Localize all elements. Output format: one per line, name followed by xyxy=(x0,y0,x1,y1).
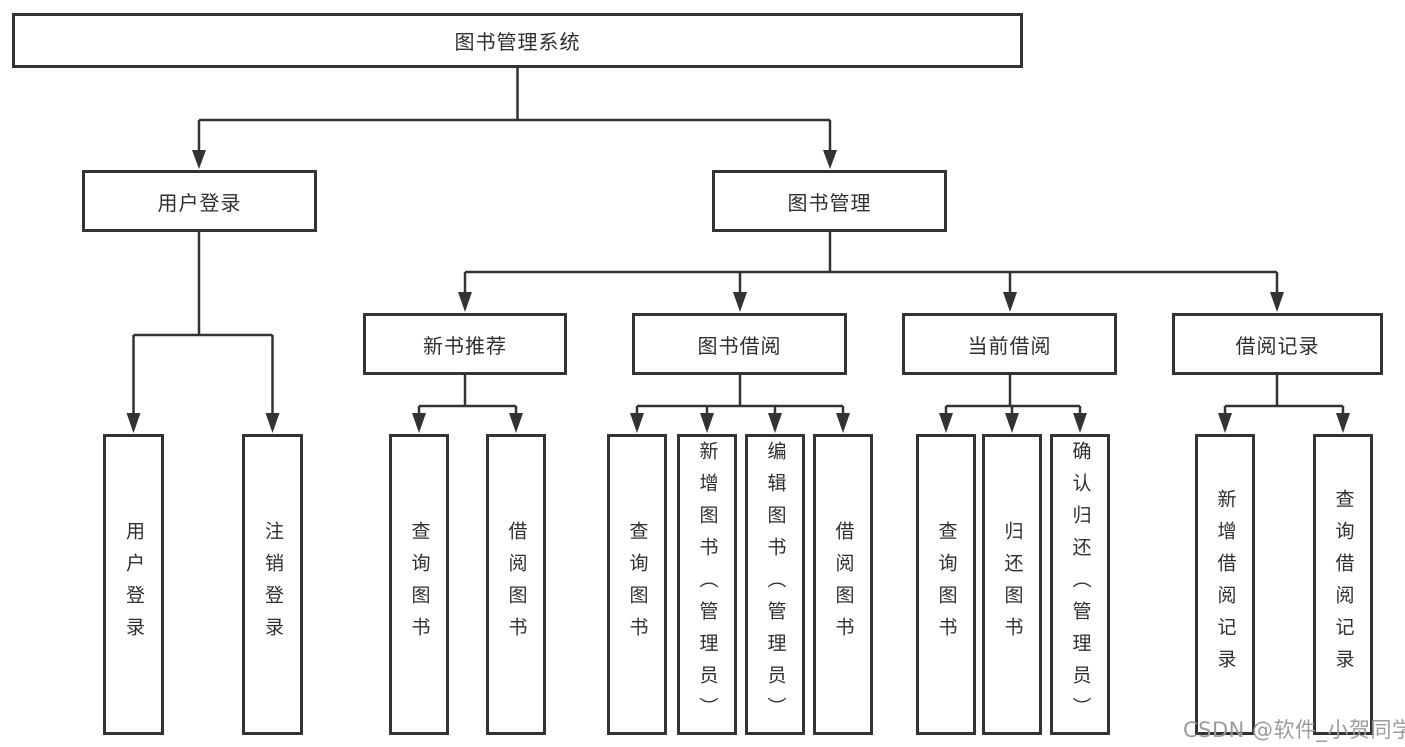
connector-current-borrow-children xyxy=(944,375,1082,415)
node-label: 用户登录 xyxy=(157,190,242,215)
node-label: 查询图书 xyxy=(408,520,431,649)
node-label: 新增图书（管理员） xyxy=(696,440,719,729)
arrowhead-current-borrow-leaf-3 xyxy=(1073,413,1087,433)
arrowhead-borrow-records-leaf-1 xyxy=(1218,413,1232,433)
node-label: 查询图书 xyxy=(626,520,649,649)
arrowhead-current-borrow-leaf-1 xyxy=(939,413,953,433)
leaf-query-books: 查询图书 xyxy=(916,434,976,735)
connector-borrow-records-children xyxy=(1223,375,1345,415)
node-label: 归还图书 xyxy=(1001,520,1024,649)
arrowhead-current-borrow xyxy=(1003,292,1017,312)
leaf-query-books: 查询图书 xyxy=(607,434,667,735)
arrowhead-user-login-leaf-1 xyxy=(126,413,141,433)
arrowhead-borrow-records-leaf-2 xyxy=(1336,413,1350,433)
node-label: 查询借阅记录 xyxy=(1332,488,1355,681)
leaf-query-borrow-record: 查询借阅记录 xyxy=(1313,434,1373,735)
arrowhead-user-login xyxy=(192,150,206,169)
connector-book-borrow-children xyxy=(635,375,845,415)
connector-book-management-children xyxy=(463,230,1279,294)
node-current-borrow: 当前借阅 xyxy=(902,313,1117,375)
arrowhead-book-borrow-leaf-2 xyxy=(700,413,714,433)
arrowhead-new-books-leaf-1 xyxy=(412,413,426,433)
leaf-borrow-books: 借阅图书 xyxy=(813,434,873,735)
arrowhead-borrow-records xyxy=(1270,292,1284,312)
node-label: 确认归还（管理员） xyxy=(1069,440,1092,729)
node-book-management: 图书管理 xyxy=(712,170,947,232)
node-new-book-recommend: 新书推荐 xyxy=(363,313,567,375)
node-book-borrow: 图书借阅 xyxy=(632,313,847,375)
leaf-add-books-admin: 新增图书（管理员） xyxy=(677,434,737,735)
leaf-query-books: 查询图书 xyxy=(389,434,449,735)
node-label: 图书借阅 xyxy=(697,333,782,358)
arrowhead-book-borrow xyxy=(733,292,747,312)
arrowhead-book-borrow-leaf-3 xyxy=(768,413,782,433)
arrowhead-new-books xyxy=(458,292,472,312)
node-label: 编辑图书（管理员） xyxy=(764,440,787,729)
node-label: 借阅图书 xyxy=(832,520,855,649)
node-label: 用户登录 xyxy=(123,520,145,649)
node-label: 借阅图书 xyxy=(505,520,528,649)
node-borrow-records: 借阅记录 xyxy=(1172,313,1383,375)
leaf-logout: 注销登录 xyxy=(242,434,303,735)
node-user-login: 用户登录 xyxy=(82,170,317,232)
csdn-watermark: CSDN @软件_小贺同学 xyxy=(1183,718,1405,742)
leaf-add-borrow-record: 新增借阅记录 xyxy=(1195,434,1255,735)
node-label: 查询图书 xyxy=(935,520,958,649)
connector-new-books-children xyxy=(417,375,518,415)
connector-root-to-level2 xyxy=(197,66,832,152)
arrowhead-book-borrow-leaf-1 xyxy=(630,413,644,433)
leaf-user-login: 用户登录 xyxy=(103,434,164,735)
node-label: 注销登录 xyxy=(262,520,284,649)
node-label: 图书管理系统 xyxy=(454,30,581,54)
node-library-management-system: 图书管理系统 xyxy=(12,13,1023,68)
node-label: 新增借阅记录 xyxy=(1214,488,1237,681)
leaf-return-books: 归还图书 xyxy=(982,434,1042,735)
arrowhead-new-books-leaf-2 xyxy=(509,413,523,433)
leaf-borrow-books: 借阅图书 xyxy=(486,434,546,735)
arrowhead-book-management xyxy=(823,150,837,169)
node-label: 新书推荐 xyxy=(423,333,507,358)
leaf-confirm-return-admin: 确认归还（管理员） xyxy=(1050,434,1110,735)
connector-user-login-children xyxy=(132,232,274,415)
node-label: 当前借阅 xyxy=(967,333,1052,358)
node-label: 借阅记录 xyxy=(1235,333,1320,358)
arrowhead-book-borrow-leaf-4 xyxy=(836,413,850,433)
arrowhead-current-borrow-leaf-2 xyxy=(1005,413,1019,433)
leaf-edit-books-admin: 编辑图书（管理员） xyxy=(745,434,805,735)
arrowhead-user-login-leaf-2 xyxy=(265,413,280,433)
node-label: 图书管理 xyxy=(787,190,872,215)
